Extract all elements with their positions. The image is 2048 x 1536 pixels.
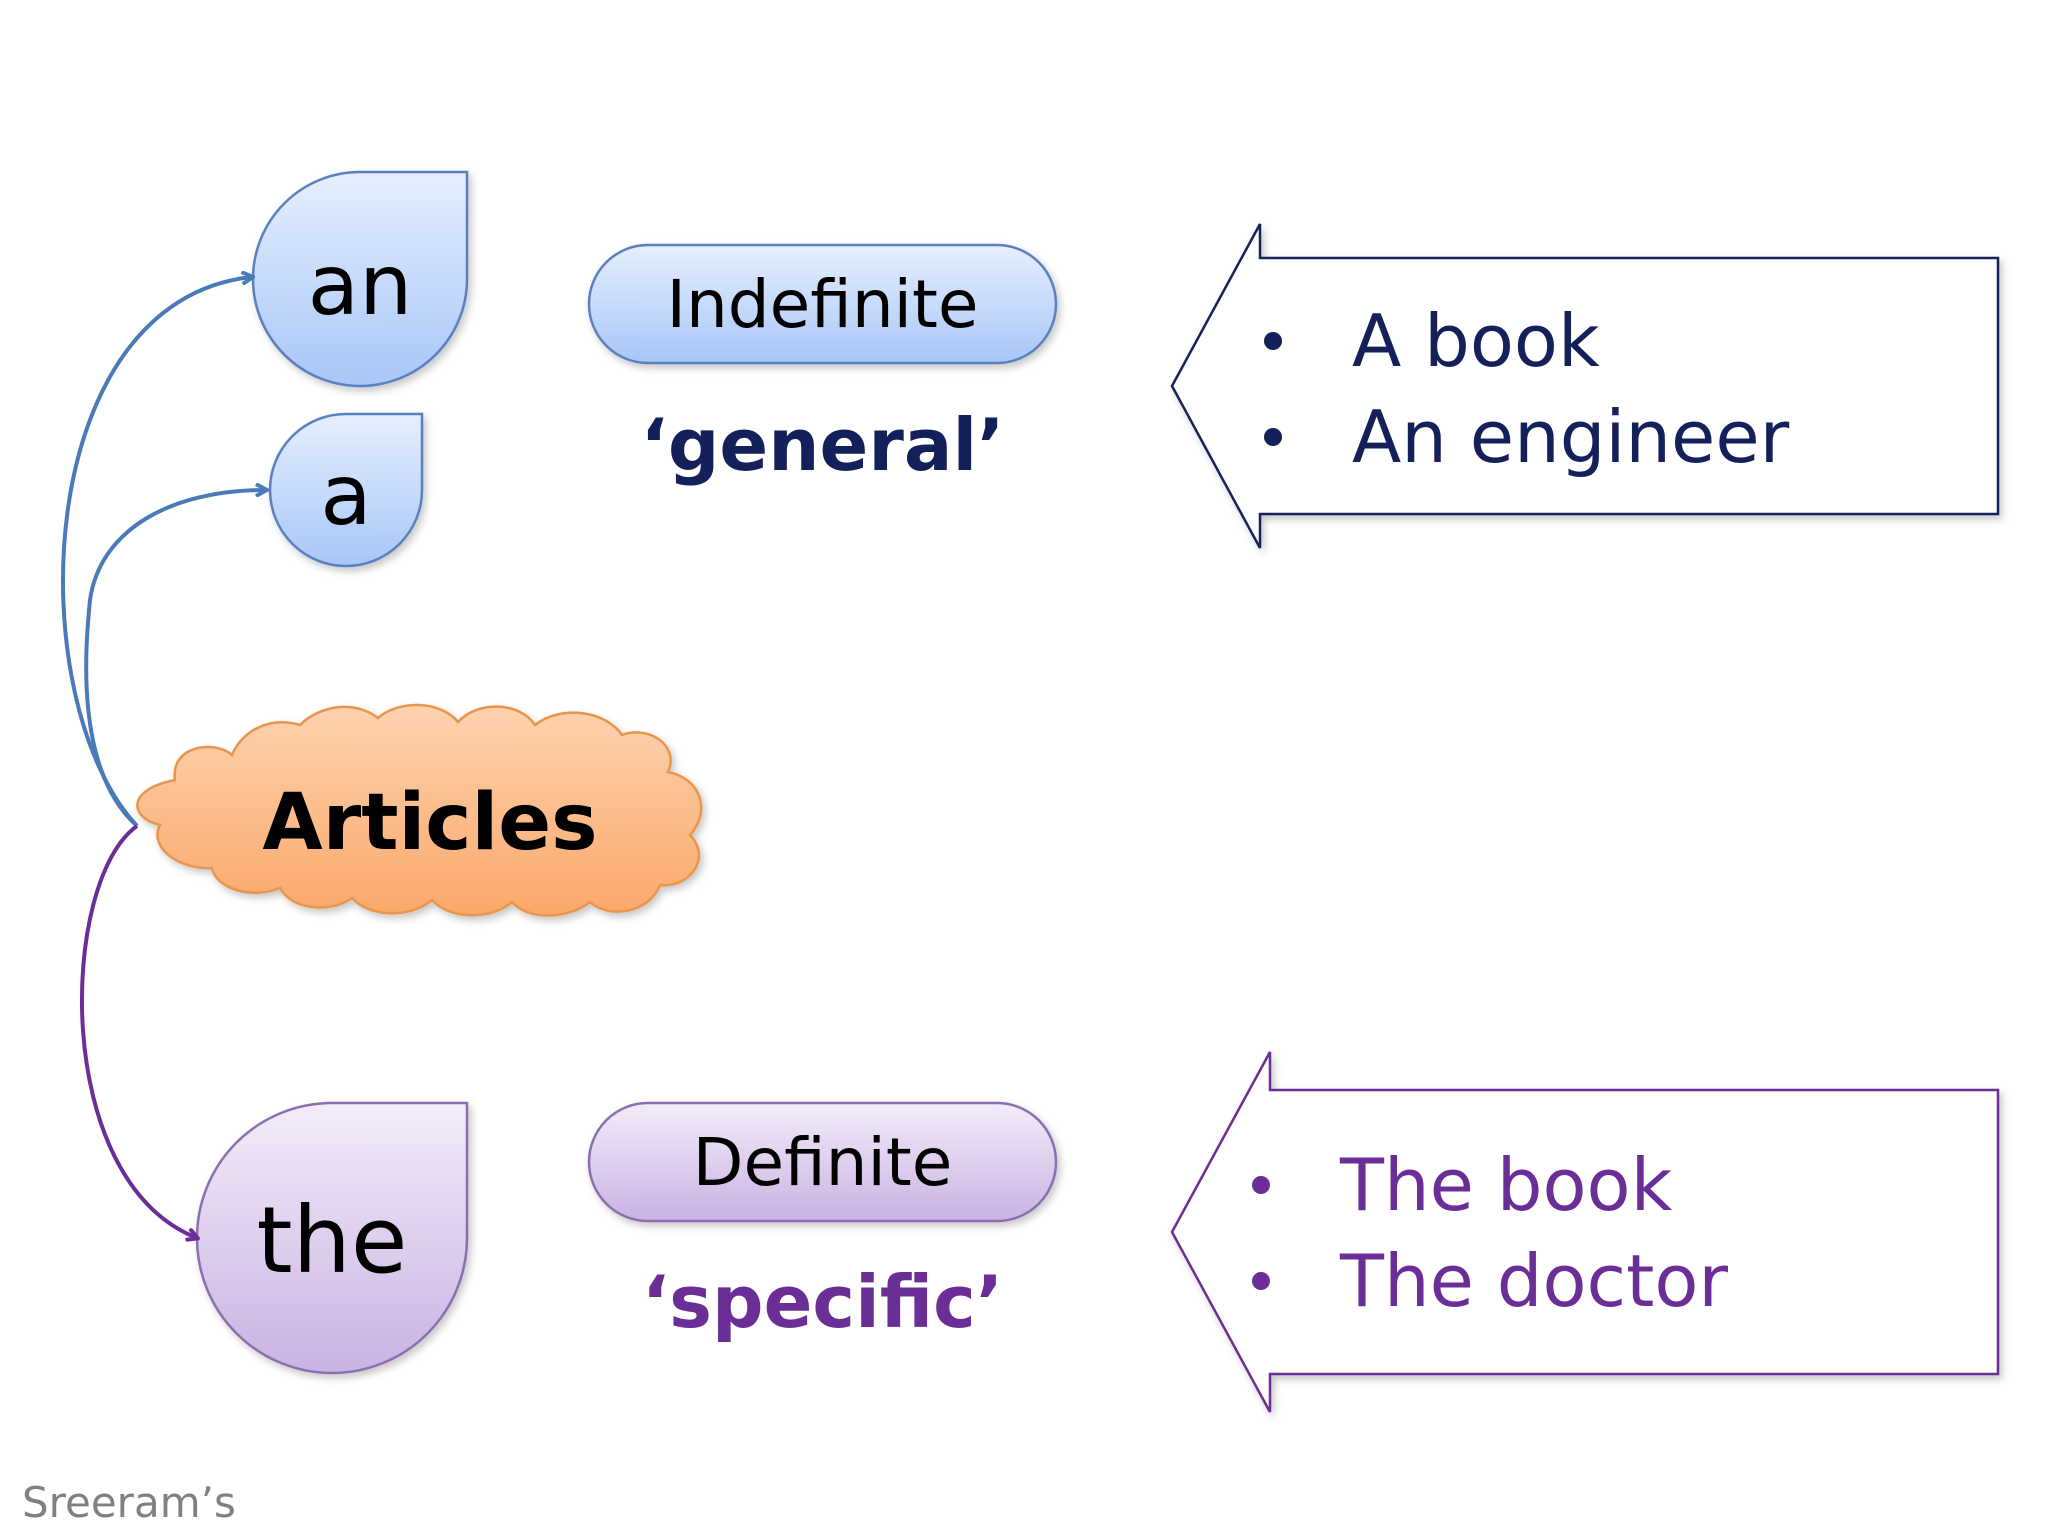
bullet-icon bbox=[1252, 1176, 1270, 1194]
connector-to-the bbox=[80, 824, 197, 1238]
definite-examples-arrow bbox=[1170, 1051, 2000, 1413]
teardrop-the bbox=[195, 1101, 469, 1375]
article-a-label: a bbox=[320, 446, 372, 544]
definite-meaning: ‘specific’ bbox=[641, 1260, 1004, 1344]
bullet-icon bbox=[1264, 428, 1282, 446]
bullet-icon bbox=[1252, 1272, 1270, 1290]
example-text: The book bbox=[1340, 1143, 1673, 1227]
example-text: The doctor bbox=[1340, 1239, 1729, 1323]
teardrop-an bbox=[251, 170, 469, 388]
definite-label: Definite bbox=[692, 1123, 953, 1201]
connector-to-an bbox=[61, 277, 252, 828]
example-text: A book bbox=[1352, 299, 1600, 383]
articles-center-label: Articles bbox=[262, 778, 598, 868]
indefinite-meaning: ‘general’ bbox=[640, 403, 1005, 487]
connector-to-a bbox=[84, 490, 266, 828]
article-an-label: an bbox=[307, 236, 413, 334]
indefinite-examples-arrow bbox=[1170, 223, 2000, 549]
bullet-icon bbox=[1264, 332, 1282, 350]
indefinite-example-2: An engineer bbox=[1264, 392, 1789, 482]
definite-example-1: The book bbox=[1252, 1140, 1672, 1230]
indefinite-pill bbox=[587, 243, 1058, 365]
article-the-label: the bbox=[256, 1186, 408, 1294]
teardrop-a bbox=[268, 412, 424, 568]
articles-cloud bbox=[136, 703, 703, 917]
definite-pill bbox=[587, 1101, 1058, 1223]
definite-example-2: The doctor bbox=[1252, 1236, 1728, 1326]
indefinite-label: Indefinite bbox=[666, 265, 979, 343]
author-credit: Sreeram’s bbox=[22, 1478, 236, 1527]
example-text: An engineer bbox=[1352, 395, 1790, 479]
indefinite-example-1: A book bbox=[1264, 296, 1600, 386]
